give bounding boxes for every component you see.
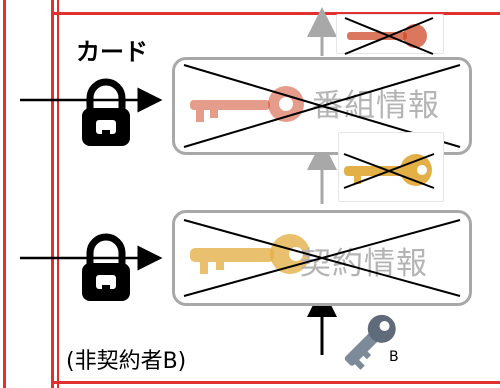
red-key-icon-top [344, 17, 434, 55]
silver-key-icon-b [344, 314, 396, 370]
gold-key-icon-contract [190, 234, 310, 274]
non-contractor-label: (非契約者B) [66, 349, 187, 374]
card-frame-bottom [51, 381, 500, 384]
key-b-label: B [389, 349, 399, 365]
contract-info-label: 契約情報 [300, 246, 428, 282]
red-key-icon-program [190, 86, 304, 122]
card-frame-left-inner [57, 0, 59, 388]
padlock-icon-contract [82, 233, 130, 301]
contract-info-cross [183, 219, 461, 297]
card-frame-left [51, 0, 54, 388]
card-title: カード [76, 38, 148, 66]
gold-key-icon-middle [343, 153, 435, 189]
padlock-icon-program [82, 78, 130, 146]
program-info-label: 番組情報 [312, 88, 440, 124]
left-frame-line [3, 0, 6, 388]
card-frame-top [51, 12, 500, 15]
